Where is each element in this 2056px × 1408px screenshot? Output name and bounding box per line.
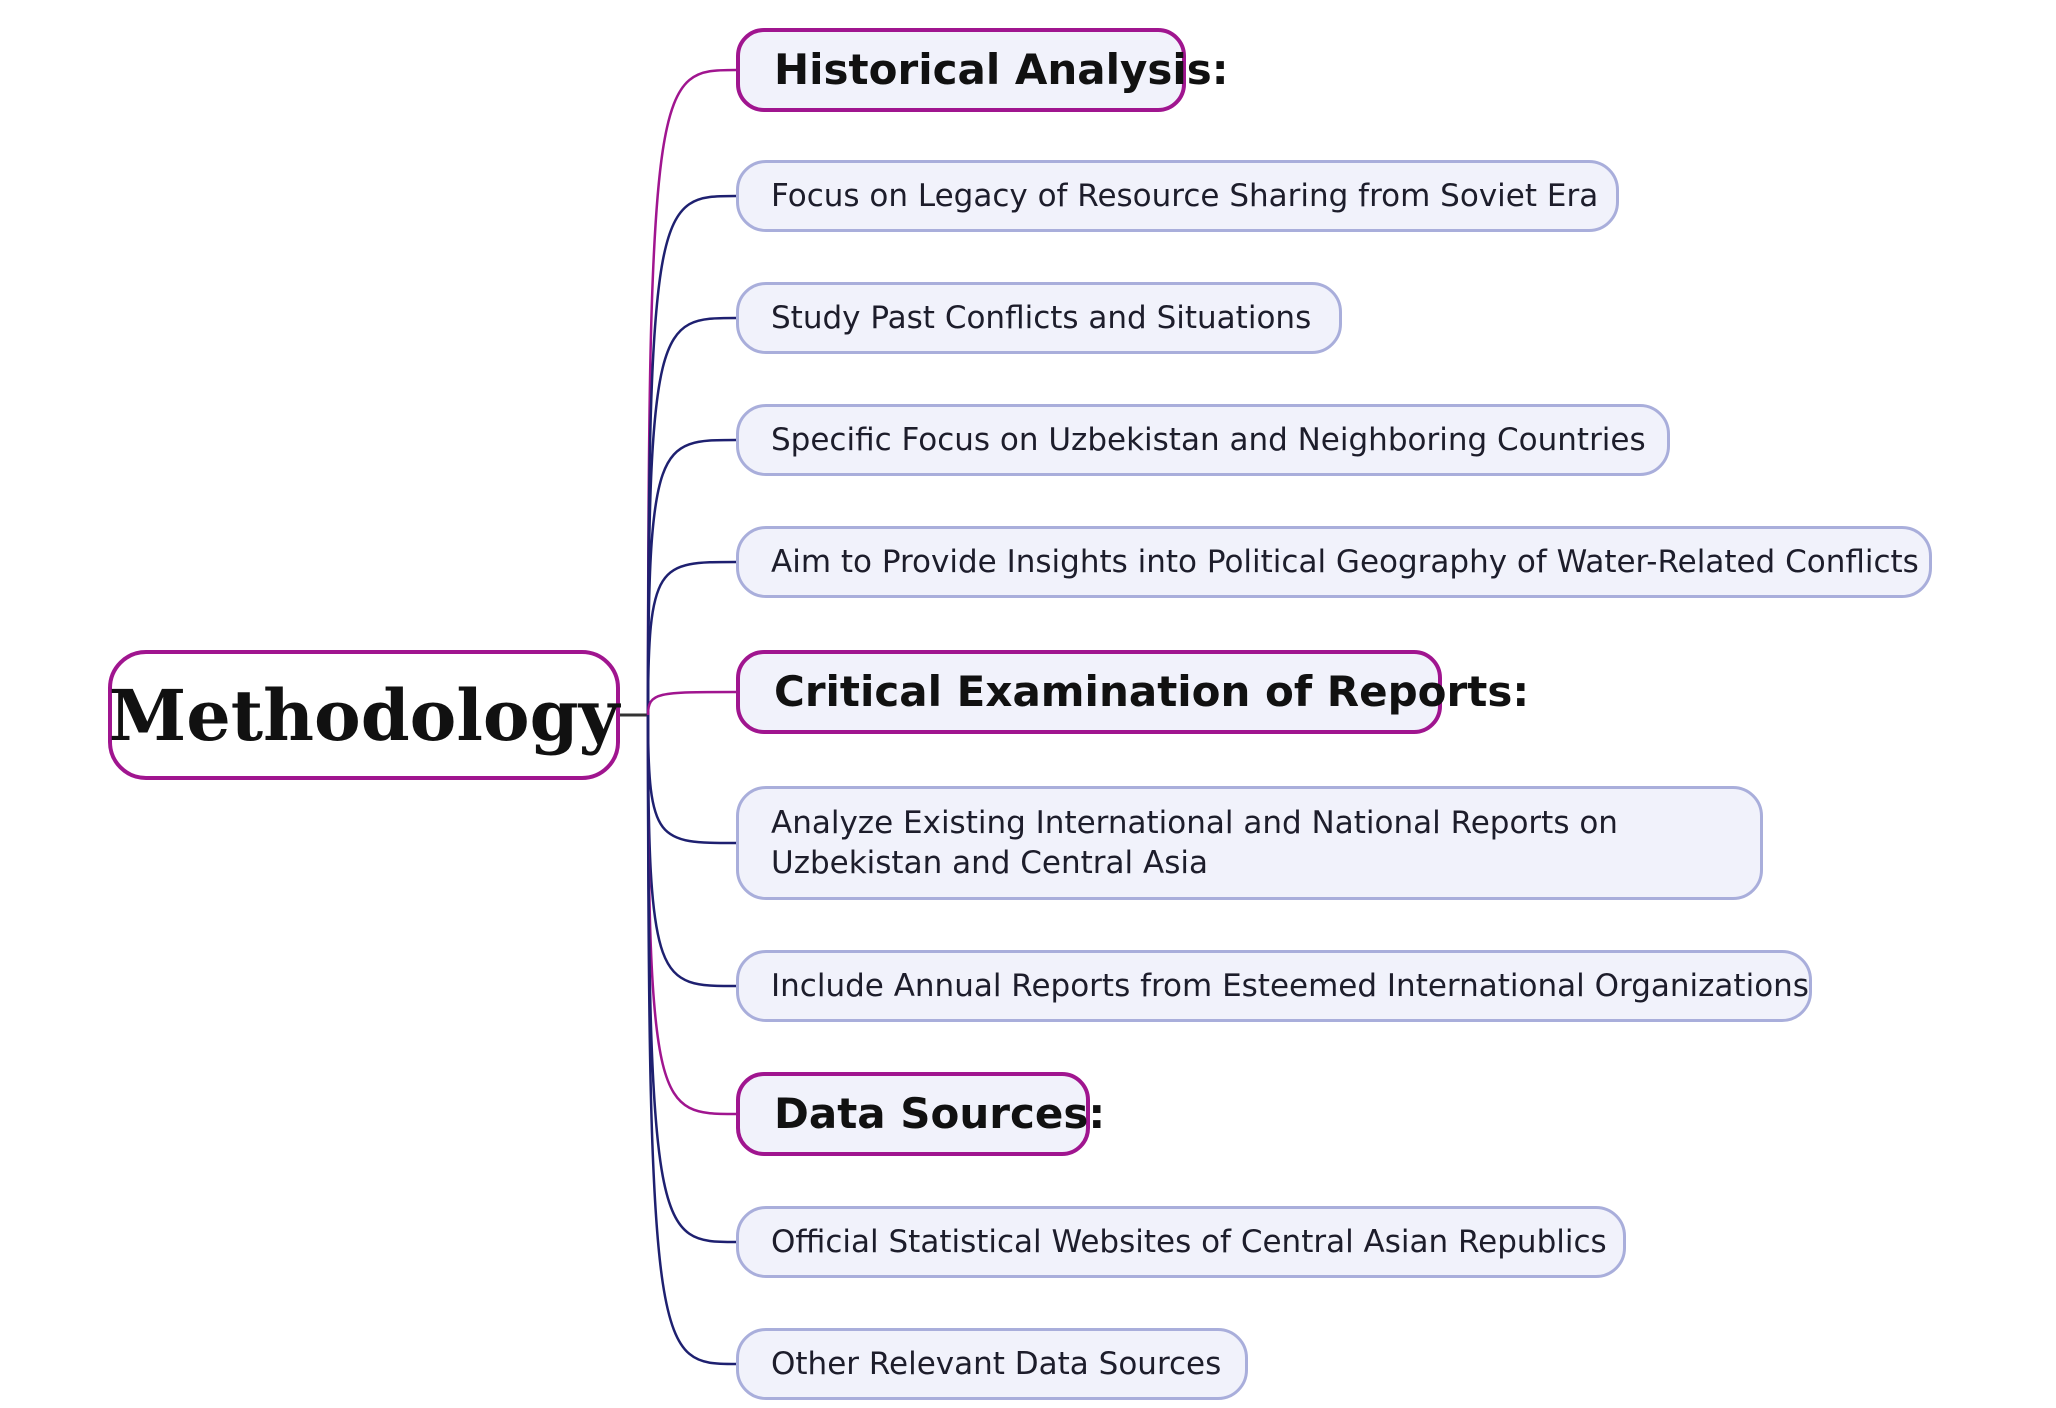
connector-section-data-sources: [646, 714, 737, 1116]
leaf-statistical-websites: Official Statistical Websites of Central…: [736, 1206, 1626, 1278]
connector-leaf-legacy-resource-sharing: [646, 194, 737, 716]
root-node-methodology: Methodology: [108, 650, 620, 780]
connector-leaf-statistical-websites: [646, 714, 737, 1244]
connector-leaf-analyze-reports: [646, 714, 737, 845]
connector-leaf-other-sources: [646, 714, 737, 1366]
leaf-uzbekistan-neighbors: Specific Focus on Uzbekistan and Neighbo…: [736, 404, 1670, 476]
section-data-sources: Data Sources:: [736, 1072, 1105, 1156]
connector-section-critical-examination: [646, 690, 737, 716]
connector-leaf-annual-reports: [646, 714, 737, 988]
leaf-other-sources: Other Relevant Data Sources: [736, 1328, 1248, 1400]
section-critical-examination: Critical Examination of Reports:: [736, 650, 1529, 734]
connector-leaf-political-geography: [646, 560, 737, 716]
connector-leaf-past-conflicts: [646, 316, 737, 716]
leaf-analyze-reports: Analyze Existing International and Natio…: [736, 786, 1763, 900]
leaf-political-geography: Aim to Provide Insights into Political G…: [736, 526, 1932, 598]
connector-leaf-uzbekistan-neighbors: [646, 438, 737, 716]
leaf-past-conflicts: Study Past Conflicts and Situations: [736, 282, 1342, 354]
leaf-annual-reports: Include Annual Reports from Esteemed Int…: [736, 950, 1812, 1022]
section-historical-analysis: Historical Analysis:: [736, 28, 1229, 112]
leaf-legacy-resource-sharing: Focus on Legacy of Resource Sharing from…: [736, 160, 1619, 232]
connector-section-historical-analysis: [646, 68, 737, 716]
